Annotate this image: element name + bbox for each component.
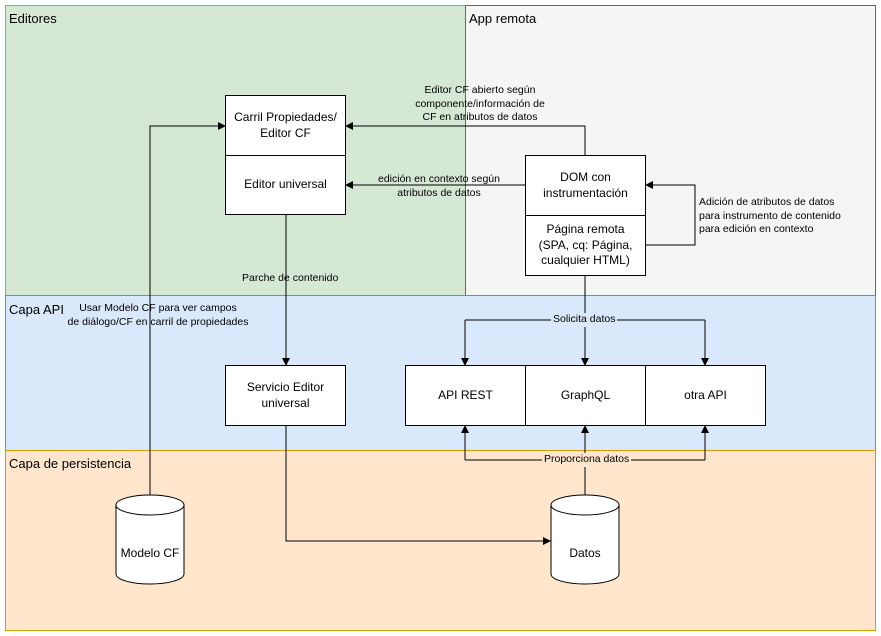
note-adicion-atributos-line: Adición de atributos de datos xyxy=(699,196,835,208)
dom-instrumentacion-box: DOM con instrumentación xyxy=(525,155,646,216)
servicio-editor-box: Servicio Editor universal xyxy=(225,365,346,426)
arrow-dom-to-carril xyxy=(345,122,586,156)
datos-label: Datos xyxy=(569,546,601,560)
carril-propiedades-box: Carril Propiedades/ Editor CF xyxy=(225,95,346,156)
arrow-modelo-to-carril xyxy=(149,122,226,495)
region-label-capa-persistencia: Capa de persistencia xyxy=(9,456,132,471)
note-editor-abierto-line: componente/información de xyxy=(415,97,545,110)
note-editor-abierto-line: Editor CF abierto según xyxy=(424,84,536,96)
note-usar-modelo-line: de diálogo/CF en carril de propiedades xyxy=(67,315,249,328)
region-label-app-remota: App remota xyxy=(469,11,537,26)
region-label-capa-api: Capa API xyxy=(9,302,64,317)
editor-universal-box: Editor universal xyxy=(225,155,346,215)
note-editor-abierto: Editor CF abierto según componente/infor… xyxy=(400,84,560,125)
note-edicion-contexto-line: edición en contexto según xyxy=(377,173,500,185)
note-solicita-datos: Solicita datos xyxy=(551,313,618,327)
note-editor-abierto-line: CF en atributos de datos xyxy=(422,111,538,124)
note-adicion-atributos: Adición de atributos de datos para instr… xyxy=(699,196,841,237)
note-parche-contenido: Parche de contenido xyxy=(242,272,339,284)
note-edicion-contexto-line: atributos de datos xyxy=(397,186,481,199)
note-usar-modelo: Usar Modelo CF para ver campos de diálog… xyxy=(56,302,260,329)
region-label-editores: Editores xyxy=(9,11,57,26)
arrow-servicio-to-datos xyxy=(285,425,551,545)
note-adicion-atributos-line: para instrumento de contenido xyxy=(699,209,841,222)
otra-api-box: otra API xyxy=(645,365,766,426)
arrow-pagina-to-dom xyxy=(645,181,696,246)
cylinder-datos-shape xyxy=(550,494,620,585)
note-edicion-contexto: edición en contexto según atributos de d… xyxy=(368,173,510,200)
note-usar-modelo-line: Usar Modelo CF para ver campos xyxy=(79,302,237,314)
pagina-remota-box: Página remota (SPA, cq: Página, cualquie… xyxy=(525,215,646,276)
modelo-cf-label: Modelo CF xyxy=(120,546,180,560)
note-proporciona-datos: Proporciona datos xyxy=(542,453,632,467)
graphql-box: GraphQL xyxy=(525,365,646,426)
note-adicion-atributos-line: para edición en contexto xyxy=(699,223,814,236)
cylinder-modelo-cf-shape xyxy=(115,494,185,585)
api-rest-box: API REST xyxy=(405,365,526,426)
